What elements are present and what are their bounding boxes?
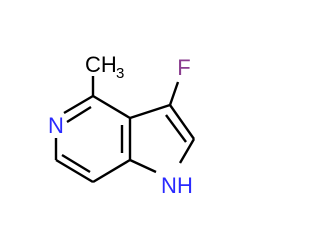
atom-label-pyrrole-nitrogen: N H	[161, 173, 193, 198]
atom-label-fluorine: F	[177, 55, 190, 80]
methyl-subscript: 3	[116, 65, 124, 82]
bond-n5-c4-inner	[66, 105, 92, 124]
pyrrole-nitrogen-hydrogen: H	[177, 173, 193, 198]
bond-n5-c4	[63, 94, 94, 115]
methyl-symbol: CH	[85, 52, 117, 77]
molecule-structure-diagram: F N N H CH 3	[48, 52, 196, 198]
bond-c3-c2-inner	[165, 114, 187, 143]
bond-c7-c6-inner	[61, 153, 91, 174]
bond-c3-c2	[169, 104, 195, 140]
bond-n1-c7a	[129, 158, 157, 174]
atom-label-methyl: CH 3	[85, 52, 124, 82]
bond-c4-c3a	[92, 94, 131, 120]
atom-label-pyridine-nitrogen: N	[48, 113, 64, 138]
bond-c2-n1	[178, 138, 196, 164]
bond-c7-c6	[55, 158, 94, 184]
pyrrole-nitrogen-symbol: N	[161, 173, 177, 198]
bond-c7a-c7	[92, 158, 131, 184]
bond-c3a-c3	[129, 103, 171, 120]
bond-c3-fluorine	[168, 81, 180, 106]
